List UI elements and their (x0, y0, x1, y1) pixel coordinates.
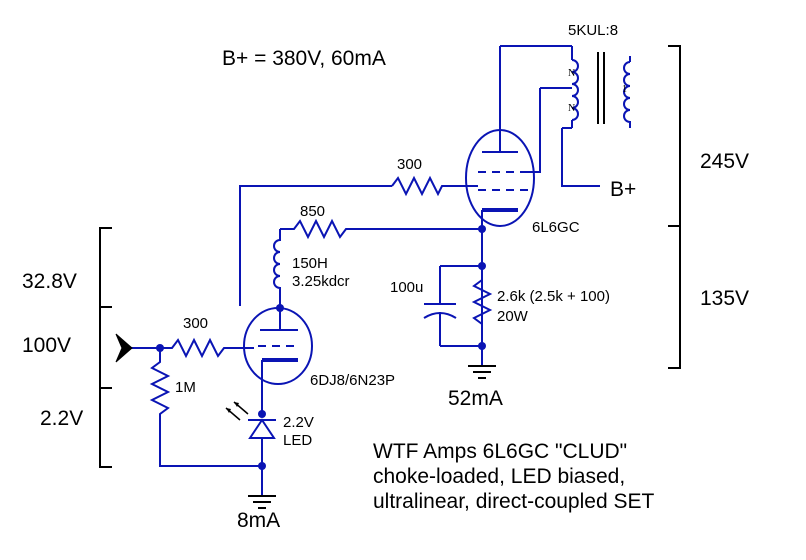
ot-primary-mark-1: N (568, 68, 575, 79)
voltage-2-2: 2.2V (40, 407, 83, 430)
choke-150h (273, 229, 281, 308)
junction-dot (478, 342, 486, 350)
led-label: LED (283, 432, 312, 449)
junction-dot (156, 344, 164, 352)
bracket-left (99, 227, 112, 468)
ot-secondary-mark: 1 (622, 84, 627, 95)
ot-model-label: 5KUL:8 (568, 22, 618, 39)
bplus-spec: B+ = 380V, 60mA (222, 47, 386, 70)
junction-dot (478, 225, 486, 233)
driver-tube-6dj8 (243, 307, 313, 414)
coupling-resistor-850 (280, 218, 482, 240)
output-transformer: N N 1 (500, 45, 631, 129)
coupling-resistor-label: 850 (300, 203, 325, 220)
bracket-right (668, 45, 681, 369)
caption-line-2: choke-loaded, LED biased, (373, 465, 625, 488)
junction-dot (478, 262, 486, 270)
junction-dot (258, 462, 266, 470)
voltage-100: 100V (22, 334, 71, 357)
junction-dot (258, 410, 266, 418)
power-current-label: 52mA (448, 387, 503, 410)
voltage-245: 245V (700, 150, 749, 173)
power-cathode-network (423, 229, 496, 379)
cathode-resistor-label: 2.6k (2.5k + 100) (497, 288, 610, 305)
led-voltage-label: 2.2V (283, 414, 314, 431)
power-tube-label: 6L6GC (532, 219, 580, 236)
bias-led (225, 401, 276, 509)
cathode-cap-label: 100u (390, 279, 423, 296)
power-grid-resistor (239, 175, 478, 306)
choke-dcr-label: 3.25kdcr (292, 273, 350, 290)
power-grid-stopper-label: 300 (397, 156, 422, 173)
driver-tube-label: 6DJ8/6N23P (310, 372, 395, 389)
driver-current-label: 8mA (237, 509, 280, 532)
input-arrow-icon (115, 333, 133, 363)
caption-line-1: WTF Amps 6L6GC "CLUD" (373, 440, 627, 463)
ot-primary-mark-2: N (568, 103, 575, 114)
input-grid-network (130, 337, 262, 467)
choke-label: 150H (292, 255, 328, 272)
caption-line-3: ultralinear, direct-coupled SET (373, 490, 654, 513)
grid-leak-label: 1M (175, 379, 196, 396)
junction-dot (276, 304, 284, 312)
cathode-resistor-power: 20W (497, 308, 529, 325)
voltage-32-8: 32.8V (22, 270, 77, 293)
driver-grid-stopper-label: 300 (183, 315, 208, 332)
bplus-node-label: B+ (610, 178, 636, 201)
voltage-135: 135V (700, 287, 749, 310)
power-tube-6l6gc (465, 46, 600, 229)
